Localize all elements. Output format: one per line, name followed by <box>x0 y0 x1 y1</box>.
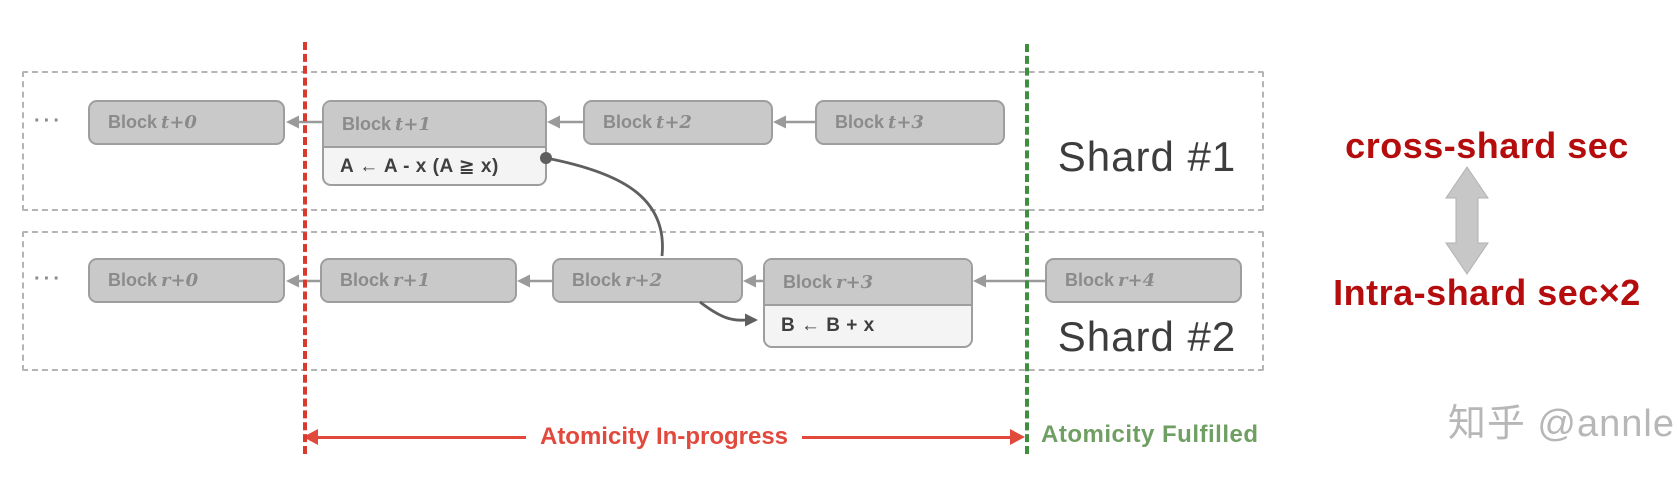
shard1-title: Shard #1 <box>1057 133 1237 180</box>
shard1-ellipsis: ··· <box>34 110 63 132</box>
arrow-line <box>802 435 1011 439</box>
atomicity-start-line <box>303 42 307 454</box>
shard2-ellipsis: ··· <box>34 268 63 290</box>
atomicity-fulfilled-label: Atomicity Fulfilled <box>1041 421 1259 448</box>
right-arrowhead-icon <box>1010 429 1026 445</box>
arrow-line <box>318 435 526 439</box>
tx-note-deposit: B ← B + x <box>781 315 875 336</box>
atomicity-end-line <box>1025 44 1029 454</box>
watermark: 知乎 @annle <box>1447 403 1675 445</box>
atomicity-in-progress-arrow: Atomicity In-progress <box>303 423 1026 451</box>
tx-note-withdraw: A ← A - x (A ≧ x) <box>340 155 499 177</box>
intra-shard-sec-label: Intra-shard sec×2 <box>1333 272 1641 313</box>
cross-shard-sec-label: cross-shard sec <box>1345 125 1629 166</box>
shard2-title: Shard #2 <box>1057 313 1237 360</box>
atomicity-in-progress-label: Atomicity In-progress <box>539 423 789 450</box>
